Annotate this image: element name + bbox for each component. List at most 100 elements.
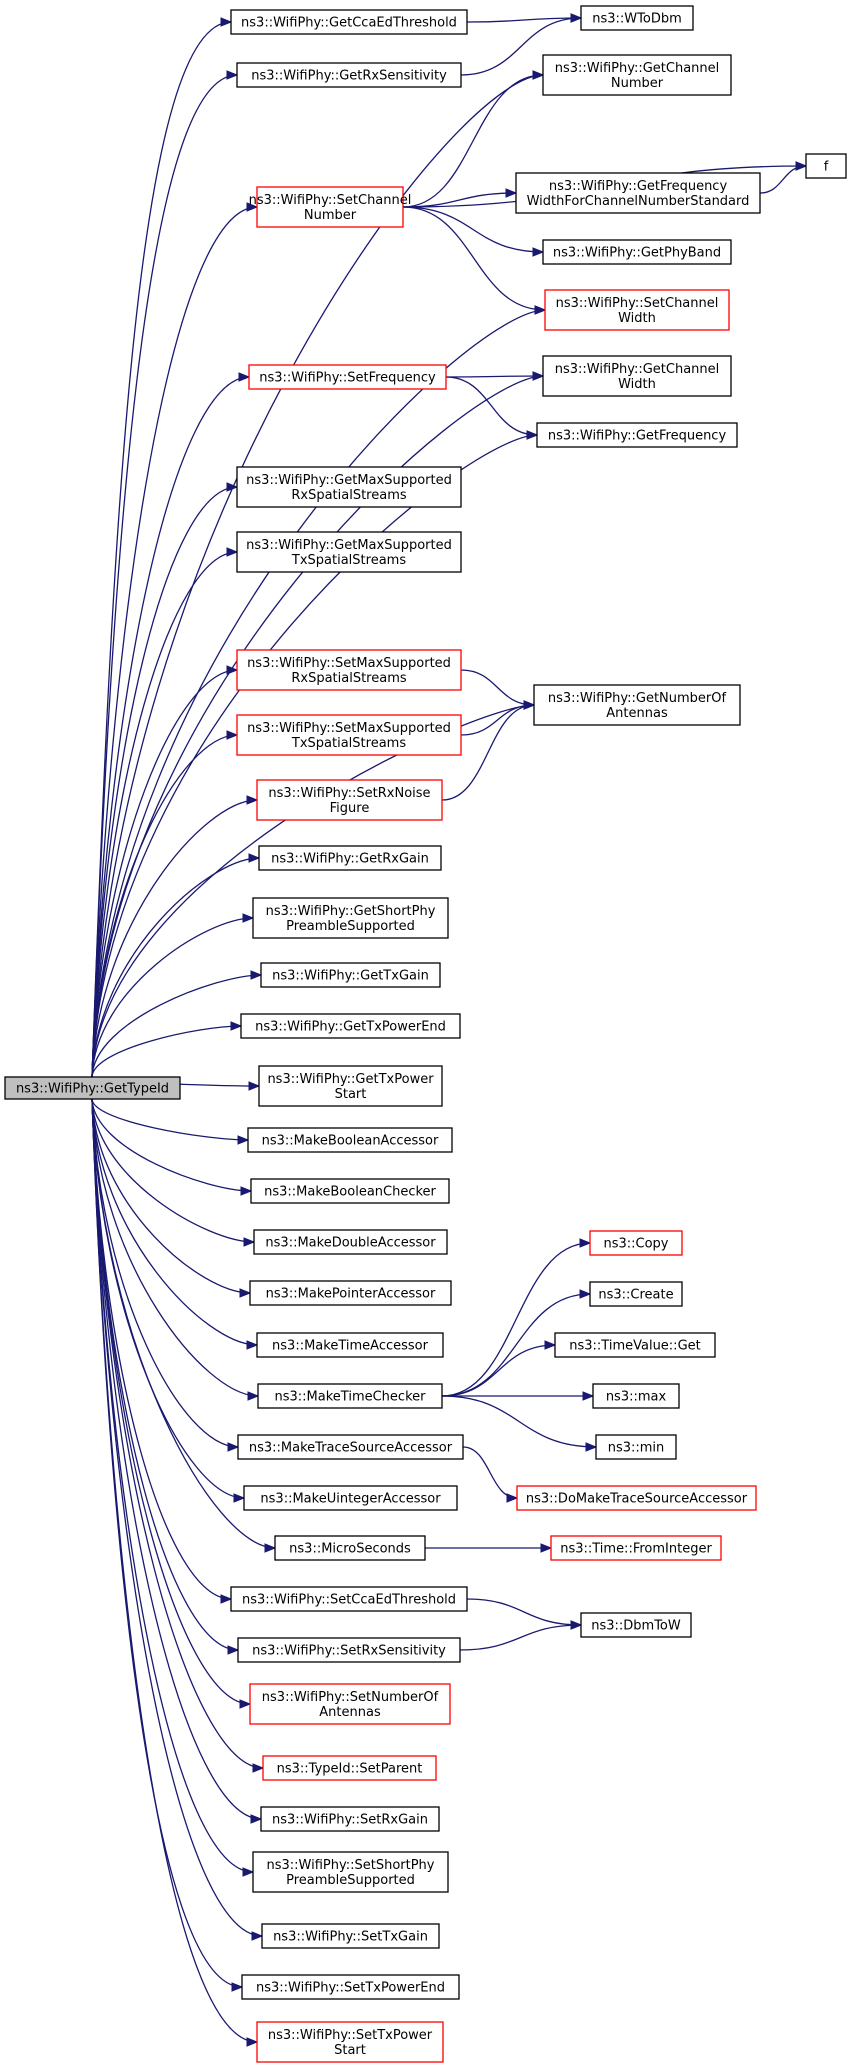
edge-root-to-makePtrAcc	[91, 1098, 252, 1298]
node-f[interactable]: f	[805, 153, 847, 179]
node-dbmtow[interactable]: ns3::DbmToW	[580, 1612, 692, 1638]
edge-setChanNum-to-getFreqWidth	[402, 188, 518, 208]
arrowhead-icon	[243, 1237, 256, 1247]
node-setShortPre[interactable]: ns3::WifiPhy::SetShortPhyPreambleSupport…	[252, 1851, 449, 1893]
edge-line	[91, 1098, 264, 1769]
edge-setMaxRx-to-getNumAnt	[460, 669, 536, 710]
edge-line	[91, 1098, 263, 1937]
node-max[interactable]: ns3::max	[592, 1383, 680, 1409]
node-makeUintAcc[interactable]: ns3::MakeUintegerAccessor	[243, 1485, 458, 1511]
arrowhead-icon	[540, 1543, 553, 1553]
node-getFreq[interactable]: ns3::WifiPhy::GetFrequency	[536, 422, 738, 448]
node-box	[580, 5, 694, 31]
node-label: ns3::WifiPhy::GetNumberOf	[548, 691, 727, 706]
edge-setCcaEd-to-dbmtow	[466, 1598, 583, 1630]
node-getTxGain[interactable]: ns3::WifiPhy::GetTxGain	[260, 962, 441, 988]
node-box	[261, 1923, 440, 1949]
node-box	[260, 1806, 440, 1832]
edge-getRxSens-to-wtodbm	[460, 13, 583, 76]
node-box	[542, 355, 732, 397]
node-box	[260, 962, 441, 988]
node-getFreqWidth[interactable]: ns3::WifiPhy::GetFrequencyWidthForChanne…	[515, 172, 761, 214]
node-label: TxSpatialStreams	[291, 553, 406, 568]
edge-line	[460, 704, 535, 736]
node-makeDblAcc[interactable]: ns3::MakeDoubleAccessor	[253, 1229, 448, 1255]
edge-line	[459, 1624, 582, 1651]
node-box	[258, 1065, 443, 1107]
node-wtodbm[interactable]: ns3::WToDbm	[580, 5, 694, 31]
node-makeTraceAcc[interactable]: ns3::MakeTraceSourceAccessor	[237, 1434, 464, 1460]
edge-root-to-microSec	[91, 1098, 277, 1553]
edge-root-to-getMaxRx	[91, 482, 239, 1078]
node-setRxSens[interactable]: ns3::WifiPhy::SetRxSensitivity	[237, 1637, 461, 1663]
node-setMaxTx[interactable]: ns3::WifiPhy::SetMaxSupportedTxSpatialSt…	[236, 714, 462, 756]
edge-makeTimeChk-to-copy	[441, 1238, 592, 1397]
node-min[interactable]: ns3::min	[595, 1434, 677, 1460]
node-getRxGain[interactable]: ns3::WifiPhy::GetRxGain	[258, 845, 442, 871]
node-setFreq[interactable]: ns3::WifiPhy::SetFrequency	[248, 364, 447, 390]
node-box	[249, 1280, 452, 1306]
node-create[interactable]: ns3::Create	[589, 1281, 683, 1307]
node-getTxPowEnd[interactable]: ns3::WifiPhy::GetTxPowerEnd	[240, 1013, 461, 1039]
edge-root-to-makeBoolChk	[91, 1098, 253, 1196]
node-box	[256, 1332, 444, 1358]
edge-setMaxTx-to-getNumAnt	[460, 700, 536, 736]
node-getCcaEd[interactable]: ns3::WifiPhy::GetCcaEdThreshold	[230, 9, 468, 35]
node-microSec[interactable]: ns3::MicroSeconds	[274, 1535, 426, 1561]
edge-line	[91, 974, 262, 1078]
edge-root-to-setChanNum	[91, 202, 259, 1078]
edge-line	[91, 486, 238, 1078]
node-box	[262, 1755, 437, 1781]
node-makeBoolChk[interactable]: ns3::MakeBooleanChecker	[250, 1178, 450, 1204]
node-getPhyBand[interactable]: ns3::WifiPhy::GetPhyBand	[542, 239, 732, 265]
node-getShortPre[interactable]: ns3::WifiPhy::GetShortPhyPreambleSupport…	[252, 897, 449, 939]
node-getMaxTx[interactable]: ns3::WifiPhy::GetMaxSupportedTxSpatialSt…	[236, 531, 462, 573]
edge-line	[91, 375, 544, 1078]
node-box	[257, 1383, 443, 1409]
edge-line	[91, 21, 232, 1078]
node-timeValGet[interactable]: ns3::TimeValue::Get	[554, 1332, 716, 1358]
node-label: ns3::WifiPhy::SetMaxSupported	[247, 656, 451, 671]
arrowhead-icon	[226, 547, 239, 557]
node-getRxSens[interactable]: ns3::WifiPhy::GetRxSensitivity	[236, 62, 462, 88]
node-fromInt[interactable]: ns3::Time::FromInteger	[550, 1535, 722, 1561]
edge-line	[462, 1446, 518, 1499]
arrowhead-icon	[247, 1391, 260, 1401]
node-makeBoolAcc[interactable]: ns3::MakeBooleanAccessor	[247, 1127, 453, 1153]
node-setCcaEd[interactable]: ns3::WifiPhy::SetCcaEdThreshold	[230, 1586, 468, 1612]
arrowhead-icon	[544, 1340, 557, 1350]
node-root[interactable]: ns3::WifiPhy::GetTypeId	[4, 1076, 181, 1100]
edge-line	[91, 1098, 252, 1192]
edge-root-to-setMaxTx	[91, 730, 239, 1078]
node-label: ns3::Time::FromInteger	[560, 1542, 712, 1557]
node-label: ns3::WifiPhy::SetTxPowerEnd	[256, 1981, 445, 1996]
edge-root-to-setMaxRx	[91, 665, 239, 1078]
node-makeTimeAcc[interactable]: ns3::MakeTimeAccessor	[256, 1332, 444, 1358]
edge-setChanNum-to-getPhyBand	[402, 206, 545, 257]
node-setTxPowEnd[interactable]: ns3::WifiPhy::SetTxPowerEnd	[241, 1974, 460, 2000]
node-makePtrAcc[interactable]: ns3::MakePointerAccessor	[249, 1280, 452, 1306]
edge-root-to-makeTraceAcc	[91, 1098, 240, 1452]
node-getMaxRx[interactable]: ns3::WifiPhy::GetMaxSupportedRxSpatialSt…	[236, 466, 462, 508]
edge-line	[91, 1098, 251, 1294]
node-box	[542, 239, 732, 265]
node-setRxGain[interactable]: ns3::WifiPhy::SetRxGain	[260, 1806, 440, 1832]
node-setTxGain[interactable]: ns3::WifiPhy::SetTxGain	[261, 1923, 440, 1949]
node-doMakeTrace[interactable]: ns3::DoMakeTraceSourceAccessor	[516, 1485, 757, 1511]
node-copy[interactable]: ns3::Copy	[589, 1230, 683, 1256]
node-makeTimeChk[interactable]: ns3::MakeTimeChecker	[257, 1383, 443, 1409]
node-setParent[interactable]: ns3::TypeId::SetParent	[262, 1755, 437, 1781]
node-setMaxRx[interactable]: ns3::WifiPhy::SetMaxSupportedRxSpatialSt…	[236, 649, 462, 691]
edge-root-to-setNumAnt	[91, 1098, 252, 1709]
arrowhead-icon	[579, 1289, 592, 1299]
arrowhead-icon	[227, 1645, 240, 1655]
